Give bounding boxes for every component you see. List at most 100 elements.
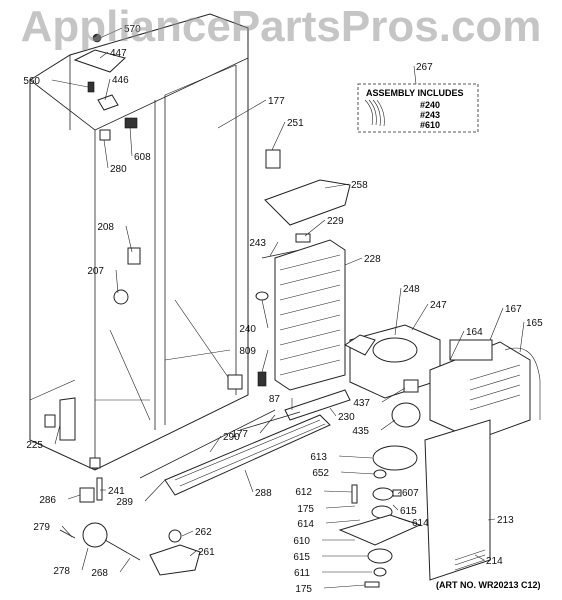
- callout-label-267: 267: [416, 62, 433, 73]
- callout-leader-247: [411, 303, 429, 331]
- callout-label-164: 164: [466, 327, 483, 338]
- callout-label-175: 175: [297, 504, 314, 515]
- callout-label-437: 437: [353, 398, 370, 409]
- callout-leader-177: [259, 414, 276, 434]
- callout-label-251: 251: [287, 118, 304, 129]
- callout-label-809: 809: [239, 346, 256, 357]
- callout-leader-615: [392, 504, 399, 511]
- callout-leader-268: [119, 557, 131, 573]
- callout-leader-652: [340, 471, 375, 475]
- callout-leader-208: [125, 225, 133, 253]
- callout-label-608: 608: [134, 152, 151, 163]
- callout-leader-225: [54, 424, 61, 445]
- callout-label-446: 446: [112, 75, 129, 86]
- callout-leader-213: [487, 518, 496, 521]
- callout-label-177: 177: [231, 429, 248, 440]
- callout-label-241: 241: [108, 486, 125, 497]
- callout-leader-607: [397, 491, 401, 495]
- callout-leader-164: [449, 330, 465, 361]
- evaporator-group: [255, 149, 351, 391]
- callout-label-447: 447: [110, 48, 127, 59]
- callout-leader-258: [324, 183, 350, 189]
- callout-leader-613: [338, 455, 373, 459]
- callout-leader-570: [99, 27, 123, 39]
- assembly-item: #610: [420, 120, 441, 130]
- callout-label-165: 165: [526, 318, 543, 329]
- callout-leader-207: [115, 269, 119, 294]
- callout-leader-240: [261, 299, 269, 329]
- assembly-includes-box: [357, 83, 479, 133]
- callout-label-435: 435: [352, 426, 369, 437]
- callout-label-228: 228: [364, 254, 381, 265]
- callout-label-208: 208: [97, 222, 114, 233]
- fan-shroud-group: [344, 324, 441, 399]
- callout-label-289: 289: [116, 497, 133, 508]
- callout-leader-267: [413, 65, 417, 85]
- drain-group: [44, 397, 76, 441]
- callout-leader-608: [129, 126, 133, 157]
- callout-leader-248: [394, 287, 402, 336]
- callout-label-268: 268: [91, 568, 108, 579]
- assembly-box-title: ASSEMBLY INCLUDES: [366, 88, 464, 98]
- callout-leader-446: [104, 78, 111, 101]
- callout-label-167: 167: [505, 304, 522, 315]
- callout-label-262: 262: [195, 527, 212, 538]
- callout-leader-437: [381, 387, 406, 403]
- callout-leader-230: [329, 407, 337, 417]
- callout-leaders: [51, 27, 525, 589]
- callout-label-230: 230: [338, 412, 355, 423]
- callout-label-607: 607: [402, 488, 419, 499]
- callout-leader-447: [99, 51, 109, 59]
- callout-leader-809: [261, 349, 269, 373]
- callout-label-560: 560: [23, 76, 40, 87]
- callout-label-280: 280: [110, 164, 127, 175]
- cabinet-case: [29, 13, 249, 471]
- callout-leader-288: [244, 469, 254, 493]
- callout-label-258: 258: [351, 180, 368, 191]
- callout-label-247: 247: [430, 300, 447, 311]
- callout-label-87: 87: [269, 394, 281, 405]
- callout-label-286: 286: [39, 495, 56, 506]
- callout-label-229: 229: [327, 216, 344, 227]
- left-inner-parts: [113, 247, 141, 305]
- callout-label-214: 214: [486, 556, 503, 567]
- callout-label-207: 207: [87, 266, 104, 277]
- callout-leader-243: [269, 241, 279, 257]
- callout-label-240: 240: [239, 324, 256, 335]
- callout-leader-614: [325, 519, 361, 524]
- callout-leader-279: [61, 525, 73, 538]
- light-group: [391, 379, 421, 428]
- callout-label-614: 614: [412, 518, 429, 529]
- callout-leader-165: [519, 321, 525, 353]
- callout-label-290: 290: [223, 432, 240, 443]
- callout-leader-614: [397, 517, 411, 523]
- assembly-item: #240: [420, 100, 441, 110]
- callout-leader-286: [67, 494, 81, 500]
- callout-label-175: 175: [295, 584, 312, 595]
- art-number: (ART NO. WR20213 C12): [436, 580, 541, 590]
- callout-leader-289: [144, 479, 166, 502]
- callout-label-279: 279: [33, 522, 50, 533]
- callout-leader-262: [181, 530, 194, 537]
- callout-leader-261: [189, 550, 197, 557]
- callout-label-615: 615: [293, 552, 310, 563]
- callout-label-225: 225: [26, 440, 43, 451]
- callout-label-248: 248: [403, 284, 420, 295]
- wire-harness-icon: [364, 99, 385, 127]
- callout-label-177: 177: [268, 96, 285, 107]
- callout-label-610: 610: [293, 536, 310, 547]
- callout-leader-229: [304, 219, 326, 237]
- callout-label-611: 611: [294, 568, 310, 579]
- assembly-box-items: #240 #243 #610: [420, 100, 440, 130]
- callout-leader-251: [271, 121, 286, 151]
- damper-motor-stack: [338, 445, 422, 588]
- callout-label-615: 615: [400, 506, 417, 517]
- callout-leader-560: [51, 79, 89, 88]
- assembly-item: #243: [420, 110, 441, 120]
- rear-panel: [424, 419, 491, 581]
- callout-label-278: 278: [53, 566, 70, 577]
- callout-leader-177: [217, 99, 267, 129]
